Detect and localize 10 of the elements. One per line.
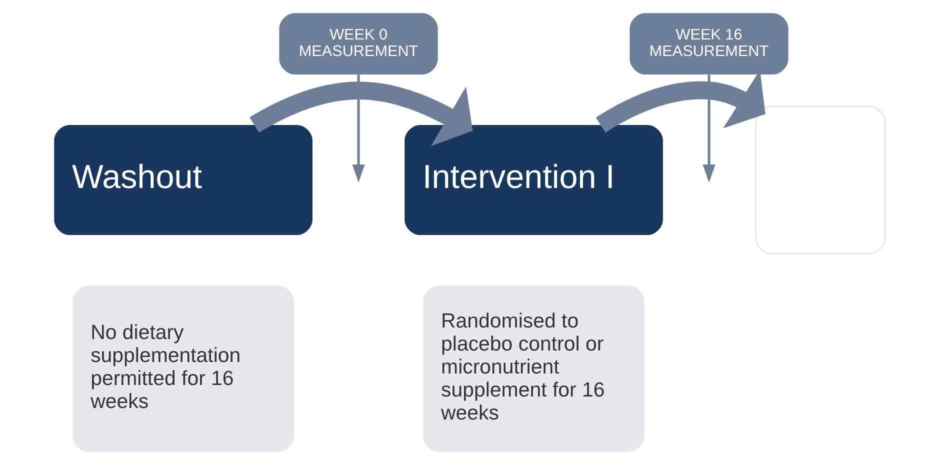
arrow: [250, 82, 473, 146]
arrow: [352, 74, 365, 182]
node-box: Intervention I: [404, 125, 663, 236]
node-box: Randomised to placebo control or micronutrient supplement for 16 weeks: [423, 286, 644, 452]
node-box: WEEK 16 MEASUREMENT: [630, 13, 788, 75]
arrow: [702, 74, 716, 182]
node-box: [755, 106, 886, 254]
node-box: No dietary supplementation permitted for 16 weeks: [72, 286, 294, 452]
node-box: Washout: [54, 125, 312, 236]
node-box: WEEK 0 MEASUREMENT: [279, 13, 438, 75]
